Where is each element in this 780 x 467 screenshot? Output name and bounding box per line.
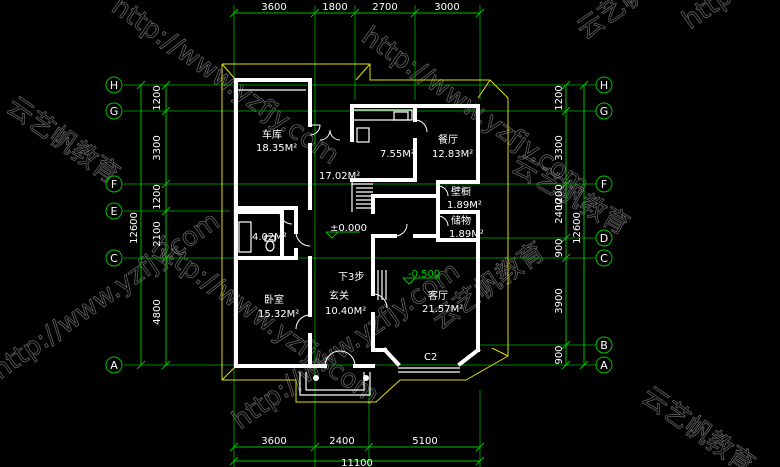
watermark-brand-1: 云艺帆教育 — [1, 91, 125, 190]
hall-area: 17.02M² — [319, 171, 360, 182]
svg-text:H: H — [110, 79, 118, 92]
left-dim-1: 1200 — [152, 85, 163, 110]
garage-name: 车库 — [262, 128, 282, 141]
bottom-dim-2: 2400 — [329, 436, 354, 447]
svg-text:D: D — [600, 232, 608, 245]
axis-marker-G-left: G — [105, 102, 123, 120]
svg-text:G: G — [110, 105, 119, 118]
right-dim-4: 2400 — [554, 198, 565, 223]
dining-area: 12.83M² — [432, 149, 473, 160]
right-axis-markers: H G F D C B A — [595, 76, 613, 374]
svg-text:F: F — [111, 178, 117, 191]
axis-marker-D-right: D — [595, 229, 613, 247]
svg-text:E: E — [111, 205, 118, 218]
svg-text:B: B — [600, 339, 608, 352]
right-dim-3: 1200 — [554, 184, 565, 209]
left-axis-markers: H G F E C A — [105, 76, 123, 374]
steps-label: 下3步 — [338, 271, 364, 283]
top-dim-1: 3600 — [261, 2, 286, 13]
right-dim-5: 900 — [554, 238, 565, 257]
wall-details — [236, 89, 460, 396]
top-dim-3: 2700 — [372, 2, 397, 13]
right-dim-2: 3300 — [554, 135, 565, 160]
watermark-brand-2: 云艺帆教育 — [572, 0, 696, 46]
left-dim-total: 12600 — [129, 212, 140, 244]
svg-text:C: C — [110, 252, 118, 265]
svg-text:F: F — [601, 178, 607, 191]
dining-name: 餐厅 — [438, 133, 458, 146]
right-dim-total: 12600 — [572, 212, 583, 244]
right-dim-7: 900 — [554, 345, 565, 364]
bottom-dim-1: 3600 — [261, 436, 286, 447]
top-dim-2: 1800 — [322, 2, 347, 13]
roof-outline — [221, 63, 509, 403]
bottom-dim-total: 11100 — [341, 458, 373, 467]
axis-marker-A-left: A — [105, 356, 123, 374]
axis-marker-G-right: G — [595, 102, 613, 120]
svg-text:H: H — [600, 79, 608, 92]
kitchen-area: 7.55M² — [380, 149, 415, 160]
axis-marker-H-left: H — [105, 76, 123, 94]
bath-area: 4.02M² — [252, 232, 287, 243]
level-zero-label: ±0.000 — [330, 223, 367, 234]
watermark-url-4: http://www.yzfjy.com — [227, 256, 466, 436]
axis-marker-C-right: C — [595, 249, 613, 267]
storage-area: 1.89M² — [449, 229, 484, 240]
right-dim-6: 3900 — [554, 288, 565, 313]
watermark-brand-4: 云艺帆教育 — [636, 381, 760, 467]
foyer-name: 玄关 — [329, 289, 349, 302]
left-dimension-chain — [136, 80, 171, 370]
axis-marker-A-right: A — [595, 356, 613, 374]
doors — [279, 119, 449, 367]
axis-marker-F-left: F — [105, 175, 123, 193]
left-dim-3: 1200 — [152, 184, 163, 209]
storage-name: 储物 — [451, 214, 471, 227]
axis-marker-C-left: C — [105, 249, 123, 267]
left-dim-4: 2100 — [152, 221, 163, 246]
bedroom-name: 卧室 — [264, 293, 284, 306]
top-dimension-chain — [229, 8, 485, 18]
axis-marker-E-left: E — [105, 202, 123, 220]
bottom-dimension-chain — [229, 442, 485, 466]
foyer-area: 10.40M² — [325, 306, 366, 317]
bottom-dim-3: 5100 — [412, 436, 437, 447]
axis-marker-F-right: F — [595, 175, 613, 193]
living-area: 21.57M² — [422, 304, 463, 315]
walls — [234, 78, 481, 368]
axis-marker-B-right: B — [595, 336, 613, 354]
level-down-label: -0.500 — [408, 269, 440, 280]
svg-text:C: C — [600, 252, 608, 265]
svg-text:A: A — [110, 359, 118, 372]
living-name: 客厅 — [428, 289, 448, 302]
pantry-area: 1.89M² — [447, 200, 482, 211]
watermark-url-5: http://www.yzfjy.com — [677, 0, 780, 36]
columns — [313, 375, 369, 381]
bedroom-area: 15.32M² — [258, 309, 299, 320]
right-dim-1: 1200 — [554, 85, 565, 110]
svg-text:A: A — [600, 359, 608, 372]
right-dimension-chain — [561, 80, 589, 370]
top-dim-4: 3000 — [434, 2, 459, 13]
left-dim-2: 3300 — [152, 135, 163, 160]
left-dim-5: 4800 — [152, 299, 163, 324]
garage-area: 18.35M² — [256, 143, 297, 154]
axis-marker-H-right: H — [595, 76, 613, 94]
window-c2-label: C2 — [424, 352, 437, 363]
pantry-name: 壁橱 — [451, 185, 471, 198]
svg-text:G: G — [600, 105, 609, 118]
level-marks — [325, 231, 440, 285]
